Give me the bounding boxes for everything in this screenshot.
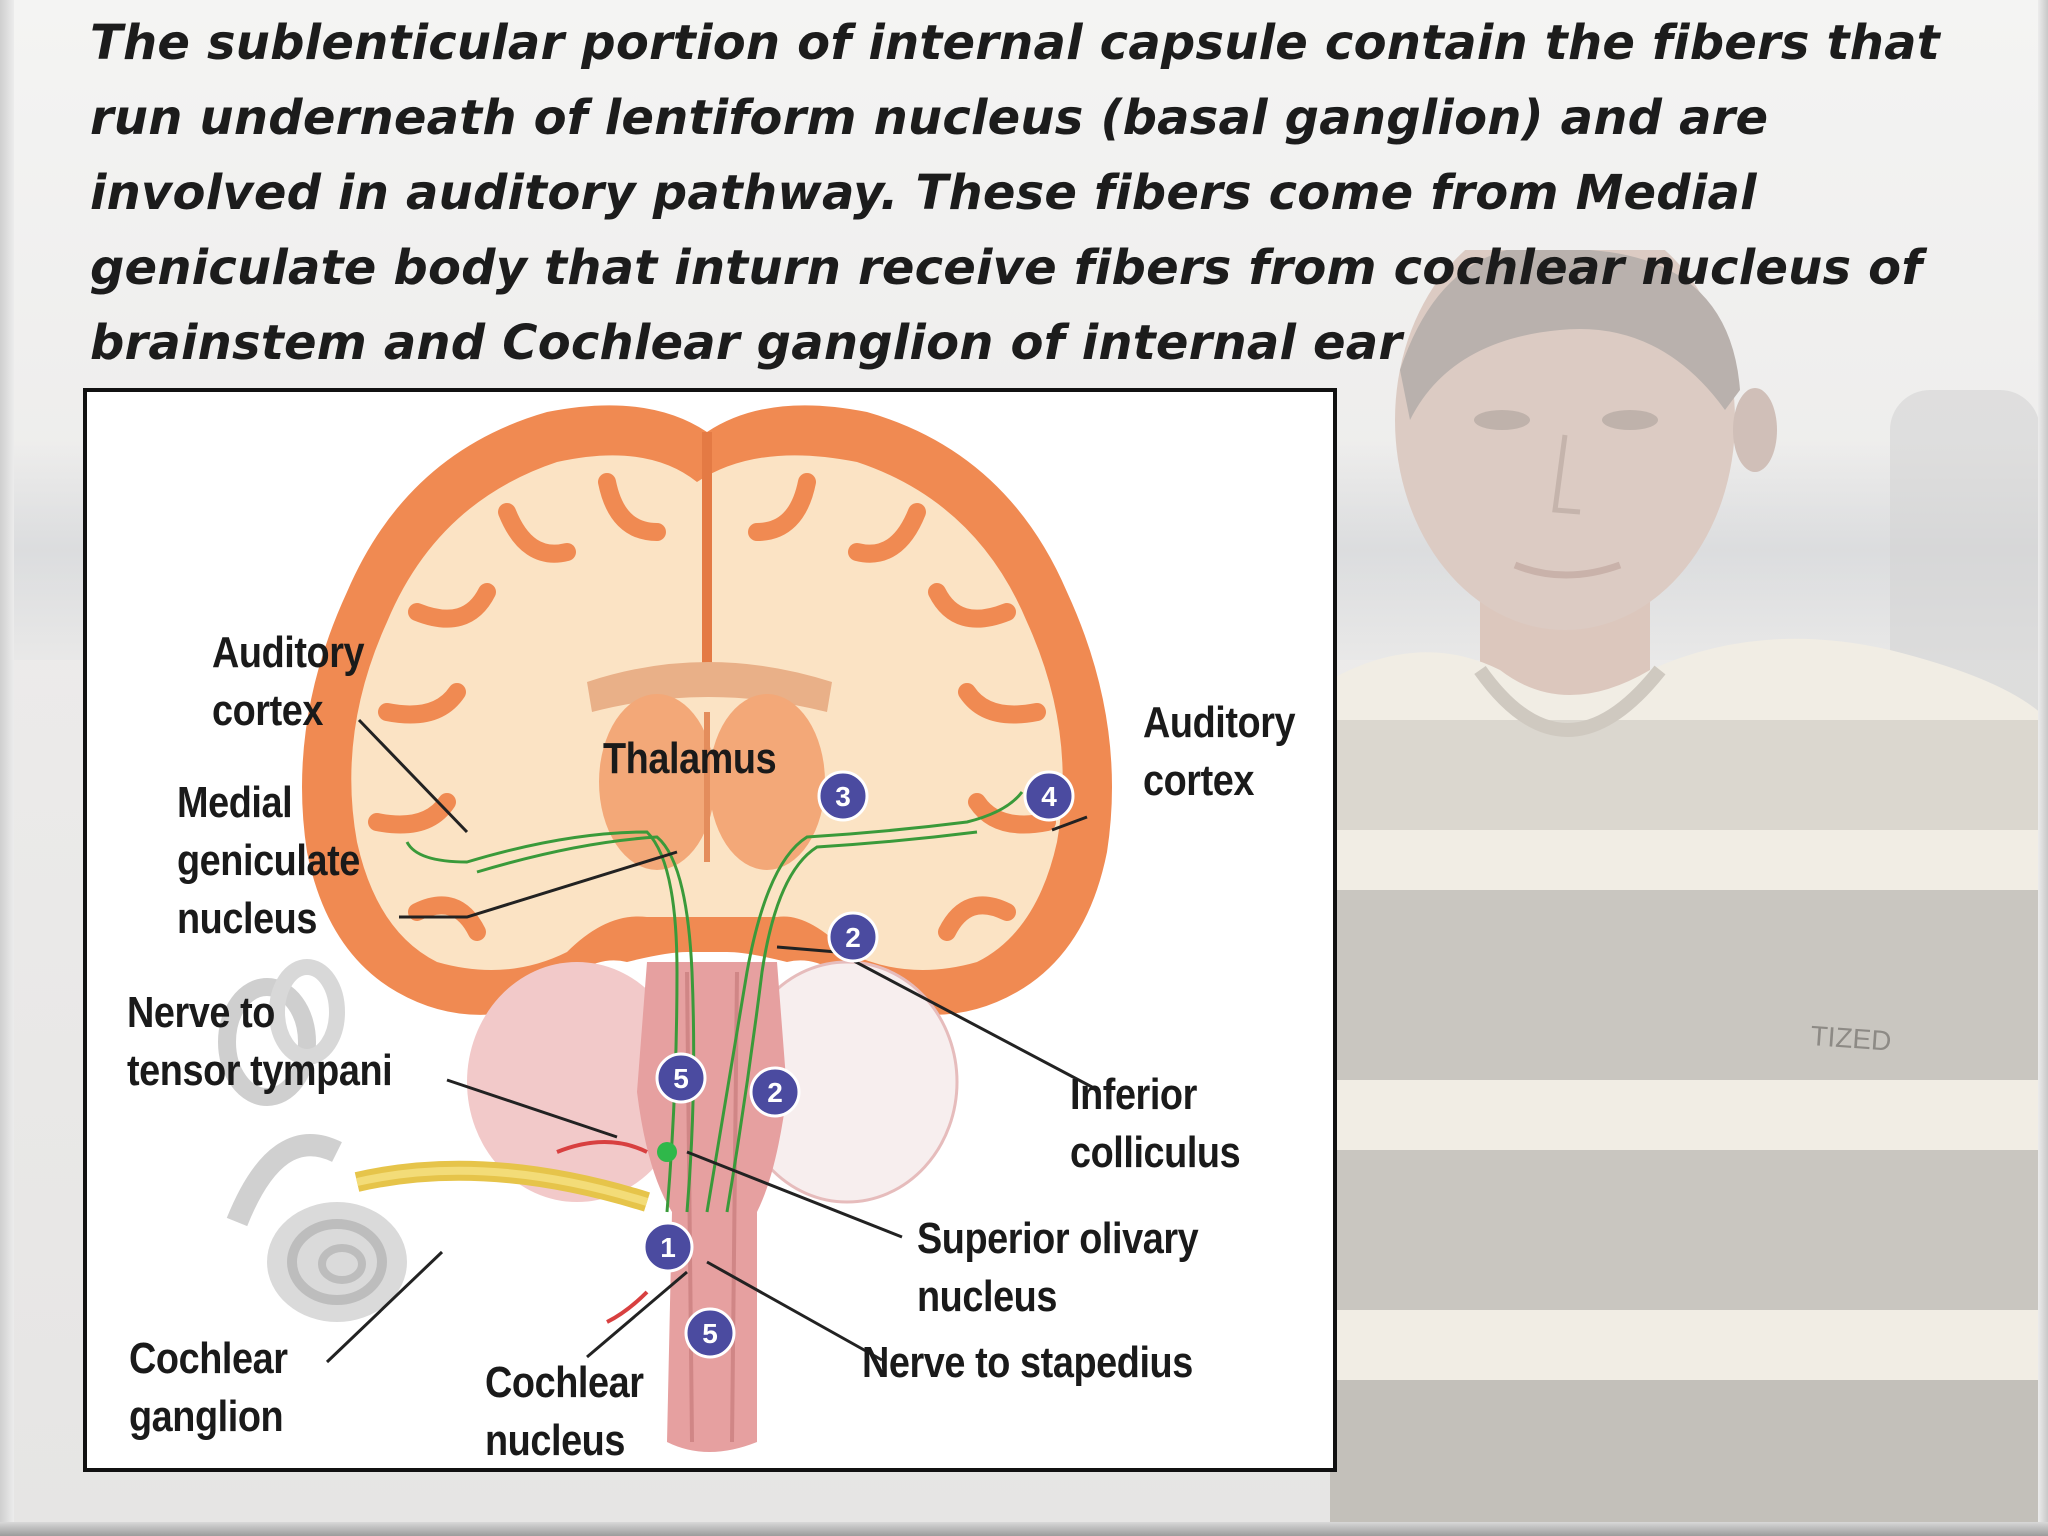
label-cochlear-nucleus: Cochlear nucleus bbox=[485, 1358, 644, 1465]
label-superior-olivary-nucleus: Superior olivary nucleus bbox=[917, 1214, 1199, 1321]
label-medial-geniculate-nucleus: Medial geniculate nucleus bbox=[177, 778, 360, 943]
frame-edge-right bbox=[2038, 0, 2048, 1536]
svg-text:1: 1 bbox=[660, 1232, 676, 1263]
label-auditory-cortex-left: Auditory cortex bbox=[212, 628, 365, 735]
svg-text:2: 2 bbox=[767, 1077, 783, 1108]
slide-heading: The sublenticular portion of internal ca… bbox=[90, 15, 1940, 371]
badge-5-lower: 5 bbox=[684, 1307, 736, 1359]
svg-text:5: 5 bbox=[702, 1318, 718, 1349]
brainstem bbox=[637, 962, 787, 1452]
badge-2-upper: 2 bbox=[827, 911, 879, 963]
badge-5-upper: 5 bbox=[655, 1052, 707, 1104]
badge-3: 3 bbox=[817, 770, 869, 822]
label-auditory-cortex-right: Auditory cortex bbox=[1143, 698, 1296, 805]
svg-text:3: 3 bbox=[835, 781, 851, 812]
label-thalamus: Thalamus bbox=[603, 734, 777, 783]
auditory-pathway-diagram: 3 4 2 5 2 1 5 Auditory cortex Medial gen… bbox=[83, 388, 1337, 1472]
cerebellum-left bbox=[467, 962, 687, 1202]
thalamus-left bbox=[599, 694, 715, 870]
diagram-illustration: 3 4 2 5 2 1 5 bbox=[218, 405, 1112, 1452]
presenter-image: TIZED bbox=[1330, 250, 2048, 1536]
svg-text:5: 5 bbox=[673, 1063, 689, 1094]
badge-4: 4 bbox=[1023, 770, 1075, 822]
thalamus-right bbox=[709, 694, 825, 870]
frame-edge-bottom bbox=[0, 1522, 2048, 1536]
badge-1: 1 bbox=[642, 1221, 694, 1273]
badge-2-lower: 2 bbox=[749, 1066, 801, 1118]
label-nerve-to-tensor-tympani: Nerve to tensor tympani bbox=[127, 988, 393, 1095]
shirt-text: TIZED bbox=[1810, 1020, 1893, 1057]
label-nerve-to-stapedius: Nerve to stapedius bbox=[862, 1338, 1193, 1387]
inner-ear-illustration bbox=[218, 959, 407, 1322]
label-cochlear-ganglion: Cochlear ganglion bbox=[129, 1334, 288, 1441]
frame-edge-left bbox=[0, 0, 14, 1536]
svg-text:4: 4 bbox=[1041, 781, 1057, 812]
svg-text:2: 2 bbox=[845, 922, 861, 953]
label-inferior-colliculus: Inferior colliculus bbox=[1070, 1070, 1241, 1177]
